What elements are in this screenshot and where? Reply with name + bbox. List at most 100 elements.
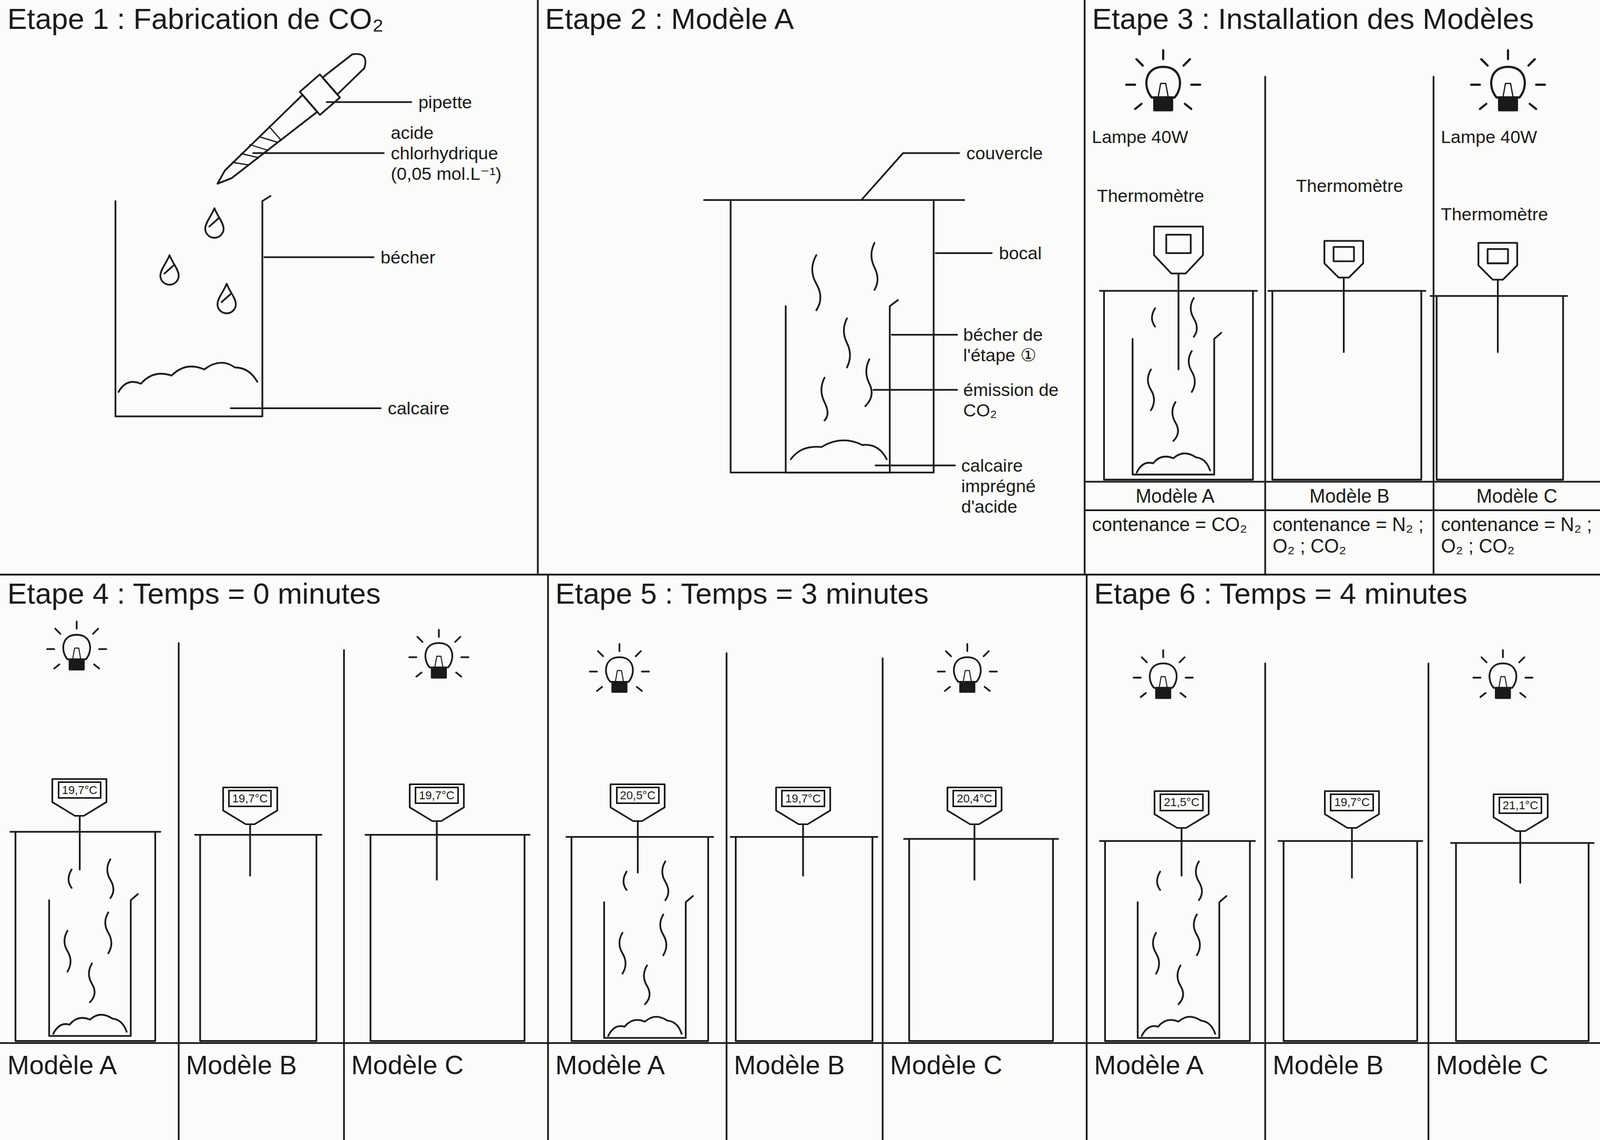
model-name: Modèle A: [547, 1042, 727, 1089]
beaker: [1137, 860, 1227, 1038]
thermometer-display: 20,5°C: [609, 783, 666, 822]
lamp: [409, 629, 469, 678]
model-cell: Modèle B: [178, 1042, 344, 1140]
lamp: [1473, 649, 1533, 698]
thermometer-display: 21,5°C: [1153, 790, 1210, 829]
model-cell: Modèle A: [1086, 1042, 1266, 1140]
thermometer-probes: [637, 821, 975, 880]
temperature-reading: 21,5°C: [1159, 793, 1204, 811]
jar-outline: [904, 838, 1059, 1041]
part-label: calcaire: [387, 397, 450, 419]
step-panel: Etape 5 : Temps = 3 minutes 20,5°C 19,7°C 2…: [547, 574, 1087, 1140]
thermometer-probes: [1181, 828, 1521, 883]
step-panel: Etape 3 : Installation des ModèlesModèle…: [1084, 0, 1600, 575]
limestone: [118, 362, 258, 392]
model-name: Modèle C: [1433, 481, 1600, 510]
part-label: Thermomètre: [1096, 185, 1205, 207]
temperature-reading: 20,5°C: [616, 786, 661, 804]
thermometer: [1478, 242, 1518, 353]
part-label: pipette: [418, 91, 473, 113]
pipette-collar: [299, 74, 340, 115]
thermometer-display: 19,7°C: [1324, 790, 1380, 829]
model-name: Modèle C: [343, 1042, 548, 1089]
thermometer: [1324, 240, 1364, 353]
lamp: [589, 643, 650, 692]
beaker-outline: [115, 196, 271, 417]
step-panel: Etape 1 : Fabrication de CO₂: [0, 0, 538, 575]
column-dividers: [178, 642, 1429, 1140]
model-name: Modèle A: [1084, 481, 1266, 510]
jar-outline: [10, 831, 161, 1041]
part-label: Thermomètre: [1440, 203, 1548, 225]
acid-hatching: [230, 126, 282, 174]
model-name: Modèle A: [1086, 1042, 1266, 1089]
table-lines: [1084, 76, 1600, 575]
part-label: émission de CO₂: [963, 379, 1082, 421]
jar-outline: [1268, 290, 1426, 480]
part-label: Thermomètre: [1295, 175, 1403, 197]
display-outline: [947, 786, 1002, 824]
temperature-reading: 21,1°C: [1498, 796, 1543, 814]
model-name: Modèle B: [178, 1042, 344, 1089]
temperature-reading: 19,7°C: [414, 786, 459, 804]
part-label: Lampe 40W: [1440, 126, 1537, 148]
beaker: [603, 860, 693, 1038]
thermometer-display: 19,7°C: [775, 786, 832, 825]
display-outline: [1154, 791, 1209, 828]
lid: [704, 199, 965, 201]
part-label: bocal: [999, 242, 1042, 264]
part-label: bécher de l'étape ①: [963, 324, 1082, 366]
model-cell: Modèle B: [726, 1042, 883, 1140]
part-label: Lampe 40W: [1091, 126, 1188, 148]
jar-outline: [1100, 290, 1258, 480]
display-outline: [409, 783, 464, 821]
lamp: [1133, 649, 1194, 698]
acid-drop: [160, 254, 179, 285]
pipette-tube: [210, 94, 318, 192]
jar-outline: [365, 834, 530, 1041]
beaker: [48, 858, 138, 1036]
acid-drop: [204, 208, 224, 238]
step-title: Etape 2 : Modèle A: [537, 0, 1085, 38]
step-title: Etape 5 : Temps = 3 minutes: [547, 574, 1087, 613]
model-cell: Modèle C: [882, 1042, 1087, 1140]
model-name: Modèle C: [882, 1042, 1087, 1089]
lamp: [1126, 50, 1201, 111]
thermometer-display: 19,7°C: [51, 777, 108, 817]
thermometer-probes: [79, 816, 437, 880]
jar-outline: [730, 836, 878, 1041]
model-cell: Modèle Ccontenance = N₂ ; O₂ ; CO₂: [1433, 481, 1600, 575]
jar-outline: [1278, 840, 1423, 1041]
co2-wisps: [812, 242, 878, 421]
step-title: Etape 4 : Temps = 0 minutes: [0, 574, 548, 613]
thermometer-display: 21,1°C: [1492, 793, 1549, 832]
lamp: [47, 621, 107, 670]
part-label: couvercle: [966, 142, 1043, 164]
jar-outline: [566, 836, 714, 1041]
limestone: [791, 439, 887, 459]
model-cell: Modèle B: [1265, 1042, 1429, 1140]
model-name: Modèle B: [1265, 481, 1434, 510]
step-panel: Etape 4 : Temps = 0 minutes19,7°C19,7°C1…: [0, 574, 548, 1140]
model-name: Modèle C: [1428, 1042, 1600, 1089]
temperature-reading: 19,7°C: [57, 781, 102, 799]
step-panel: Etape 6 : Temps = 4 minutes21,5°C19,7°C2…: [1086, 574, 1600, 1140]
display-outline: [1493, 794, 1548, 832]
model-name: Modèle A: [0, 1042, 179, 1089]
display-outline: [775, 786, 830, 824]
model-content: contenance = N₂ ; O₂ ; CO₂: [1433, 510, 1600, 561]
lamp: [937, 643, 998, 692]
thermometer-display: 19,7°C: [408, 783, 465, 822]
part-label: acide chlorhydrique (0,05 mol.L⁻¹): [391, 122, 539, 184]
display-outline: [222, 786, 278, 824]
beaker: [1132, 298, 1222, 475]
display-outline: [610, 783, 665, 821]
display-outline: [52, 778, 107, 816]
display-outline: [1325, 791, 1380, 828]
pipette-bulb: [322, 47, 372, 95]
jar-outline: [195, 834, 322, 1041]
temperature-reading: 20,4°C: [952, 789, 997, 807]
temperature-reading: 19,7°C: [1329, 793, 1374, 811]
